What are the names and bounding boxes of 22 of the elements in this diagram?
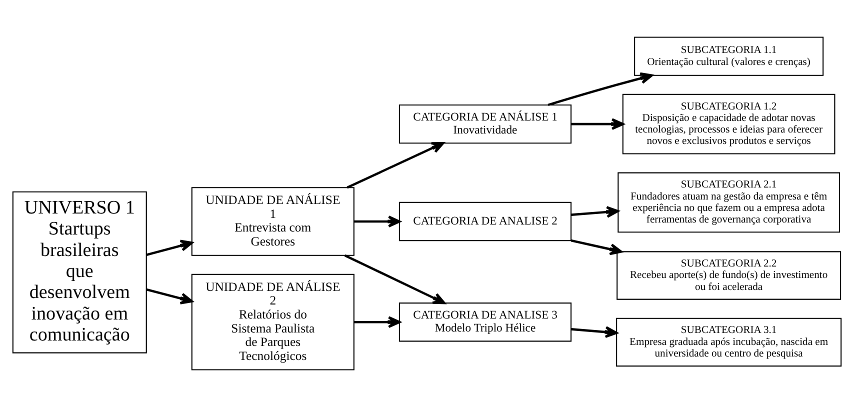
arrow <box>146 288 193 304</box>
node-box: SUBCATEGORIA 2.2 Recebeu aporte(s) de fundo(s) de investimento ou foi acelerada <box>616 250 842 300</box>
node-box: CATEGORIA DE ANALISE 3 Modelo Triplo Hélice <box>398 302 572 342</box>
node-box: SUBCATEGORIA 3.1 Empresa graduada após incubação, nascida em universidade ou centro de pesquisa <box>616 317 842 366</box>
arrow <box>571 118 624 130</box>
node-box: SUBCATEGORIA 1.2 Disposição e capacidade de adotar novas tecnologias, processos e ideias para oferecer novos e exclusivos produtos e serviços <box>622 93 836 154</box>
arrow <box>344 254 446 304</box>
arrow <box>571 206 619 218</box>
arrow <box>354 215 401 227</box>
arrow <box>346 141 444 188</box>
arrow <box>146 239 193 256</box>
node-box: UNIVERSO 1 Startups brasileiras que desenvolvem inovação em comunicação <box>12 190 147 353</box>
arrow <box>570 238 622 255</box>
node-box: SUBCATEGORIA 2.1 Fundadores atuam na gestão da empresa e têm experiência no que fazem ou a empresa adota ferramentas de governança corporativa <box>618 172 840 232</box>
node-box: UNIDADE DE ANÁLISE 2 Relatórios do Sistema Paulista de Parques Tecnológicos <box>191 273 354 370</box>
arrow <box>354 316 401 328</box>
node-box: UNIDADE DE ANÁLISE 1 Entrevista com Gestores <box>191 186 354 256</box>
arrow <box>570 326 618 338</box>
arrow <box>548 72 653 106</box>
node-box: CATEGORIA DE ANÁLISE 1 Inovatividade <box>398 104 572 144</box>
node-box: CATEGORIA DE ANALISE 2 <box>398 201 572 241</box>
node-box: SUBCATEGORIA 1.1 Orientação cultural (valores e crenças) <box>634 36 824 76</box>
